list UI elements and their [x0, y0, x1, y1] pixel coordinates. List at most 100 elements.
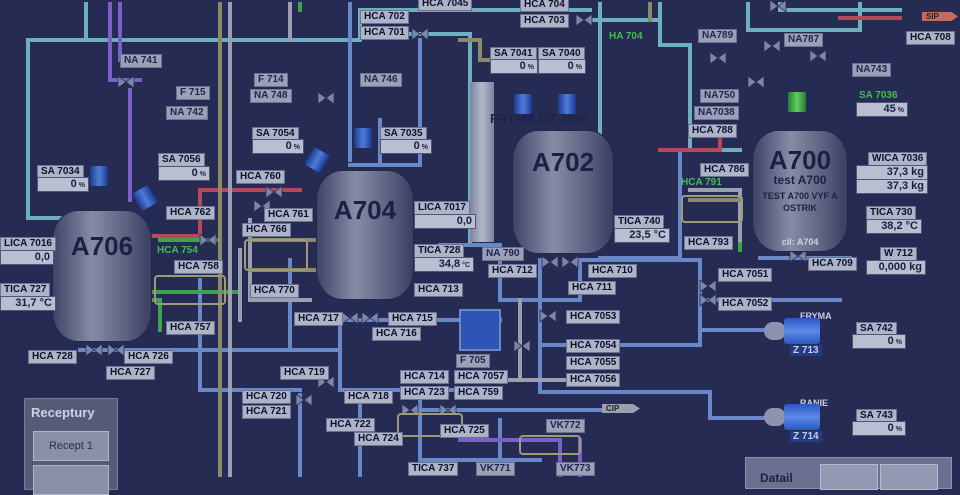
value-sa7054: 0% [252, 139, 304, 154]
tag-na789[interactable]: NA789 [698, 29, 738, 43]
tag-na790[interactable]: NA 790 [482, 247, 524, 261]
tag-vk773[interactable]: VK773 [556, 462, 595, 476]
tag-hca703[interactable]: HCA 703 [520, 14, 569, 28]
tank-a702[interactable]: A702 [512, 130, 614, 254]
tank-a704[interactable]: A704 [316, 170, 414, 300]
tag-hca715[interactable]: HCA 715 [388, 312, 437, 326]
tag-hca719[interactable]: HCA 719 [280, 366, 329, 380]
tag-hca702[interactable]: HCA 702 [360, 10, 409, 24]
tag-lica7017[interactable]: LICA 7017 [414, 201, 470, 215]
detail-button-2[interactable] [880, 464, 938, 490]
tag-hca757[interactable]: HCA 757 [166, 321, 215, 335]
tag-hca714[interactable]: HCA 714 [400, 370, 449, 384]
tag-hca791[interactable]: HCA 791 [681, 177, 722, 188]
tag-hca725[interactable]: HCA 725 [440, 424, 489, 438]
heat-exchanger-5 [519, 435, 581, 455]
tag-tica728[interactable]: TICA 728 [414, 244, 465, 258]
tag-tica740[interactable]: TICA 740 [614, 215, 665, 229]
tag-hca710[interactable]: HCA 710 [588, 264, 637, 278]
tag-hca721[interactable]: HCA 721 [242, 405, 291, 419]
tag-hca722[interactable]: HCA 722 [326, 418, 375, 432]
tag-hca708[interactable]: HCA 708 [906, 31, 955, 45]
tag-na741[interactable]: NA 741 [120, 54, 162, 68]
tag-hca716[interactable]: HCA 716 [372, 327, 421, 341]
tag-hca727[interactable]: HCA 727 [106, 366, 155, 380]
tag-hca726[interactable]: HCA 726 [124, 350, 173, 364]
tank-a700[interactable]: A700 test A700 TEST A700 VYF A OSTRIK ci… [752, 130, 848, 252]
tag-f705[interactable]: F 705 [456, 354, 490, 368]
tag-sa7056[interactable]: SA 7056 [158, 153, 205, 167]
tag-vk771[interactable]: VK771 [476, 462, 515, 476]
tag-hca770[interactable]: HCA 770 [250, 284, 299, 298]
recipe-1-button[interactable]: Recept 1 [33, 431, 109, 461]
tag-lica7016[interactable]: LICA 7016 [0, 237, 56, 251]
pump-z713[interactable] [764, 318, 822, 346]
tag-hca762[interactable]: HCA 762 [166, 206, 215, 220]
tag-hca766[interactable]: HCA 766 [242, 223, 291, 237]
detail-button-1[interactable] [820, 464, 878, 490]
value-sa7035-text: 0 [413, 140, 420, 152]
tag-hca786[interactable]: HCA 786 [700, 163, 749, 177]
tag-hca728[interactable]: HCA 728 [28, 350, 77, 364]
tag-tica730[interactable]: TICA 730 [866, 206, 917, 220]
tag-hca720[interactable]: HCA 720 [242, 390, 291, 404]
valve-icon [541, 255, 559, 269]
unit-percent: % [895, 339, 902, 346]
tag-hca712[interactable]: HCA 712 [488, 264, 537, 278]
tag-hca7053[interactable]: HCA 7053 [566, 310, 621, 324]
tag-hca7055[interactable]: HCA 7055 [566, 356, 621, 370]
tag-hca717[interactable]: HCA 717 [294, 312, 343, 326]
tag-na742[interactable]: NA 742 [166, 106, 208, 120]
filter-f705 [459, 309, 501, 351]
tag-hca7057[interactable]: HCA 7057 [454, 370, 509, 384]
value-sa7056-text: 0 [191, 167, 198, 179]
tag-hca718[interactable]: HCA 718 [344, 390, 393, 404]
tag-hca788[interactable]: HCA 788 [688, 124, 737, 138]
tag-hca724[interactable]: HCA 724 [354, 432, 403, 446]
tag-w712[interactable]: W 712 [880, 247, 917, 261]
tag-hca7054[interactable]: HCA 7054 [566, 339, 621, 353]
tag-hca709[interactable]: HCA 709 [808, 257, 857, 271]
tag-na746[interactable]: NA 746 [360, 73, 402, 87]
tag-hca704[interactable]: HCA 704 [520, 0, 569, 12]
tag-hca711[interactable]: HCA 711 [568, 281, 617, 295]
tag-na743[interactable]: NA743 [852, 63, 892, 77]
tag-hca723[interactable]: HCA 723 [400, 386, 449, 400]
value-sa742: 0% [852, 334, 906, 349]
tag-hca760[interactable]: HCA 760 [236, 170, 285, 184]
tag-vk772[interactable]: VK772 [546, 419, 585, 433]
tag-hca758[interactable]: HCA 758 [174, 260, 223, 274]
tag-hca7045[interactable]: HCA 7045 [418, 0, 473, 11]
mixer-motor-icon[interactable] [354, 128, 372, 148]
tank-a706[interactable]: A706 [52, 210, 152, 342]
tag-hca7056[interactable]: HCA 7056 [566, 373, 621, 387]
tag-sa7036[interactable]: SA 7036 [859, 90, 898, 101]
mixer-motor-icon[interactable] [514, 94, 532, 114]
tag-f715[interactable]: F 715 [176, 86, 210, 100]
tag-f714[interactable]: F 714 [254, 73, 288, 87]
recipe-2-button[interactable] [33, 465, 109, 495]
tag-hca759[interactable]: HCA 759 [454, 386, 503, 400]
unit-percent: % [575, 64, 582, 71]
tag-ha704[interactable]: HA 704 [609, 31, 643, 42]
tag-hca701[interactable]: HCA 701 [360, 26, 409, 40]
tag-wica7036[interactable]: WICA 7036 [868, 152, 928, 166]
mixer-motor-icon[interactable] [90, 166, 108, 186]
tag-hca793[interactable]: HCA 793 [684, 236, 733, 250]
tag-hca7051[interactable]: HCA 7051 [718, 268, 773, 282]
unit-percent: % [897, 107, 904, 114]
mixer-motor-icon[interactable] [788, 92, 806, 112]
pump-z714[interactable] [764, 404, 822, 432]
tag-na750[interactable]: NA750 [700, 89, 740, 103]
tag-na748[interactable]: NA 748 [250, 89, 292, 103]
tag-na787[interactable]: NA787 [784, 33, 824, 47]
tag-hca761[interactable]: HCA 761 [264, 208, 313, 222]
tag-tica737[interactable]: TICA 737 [408, 462, 459, 476]
mixer-motor-icon[interactable] [558, 94, 576, 114]
tag-tica727[interactable]: TICA 727 [0, 283, 51, 297]
recipes-panel-title: Receptury [31, 405, 95, 420]
tag-hca713[interactable]: HCA 713 [414, 283, 463, 297]
tag-hca754[interactable]: HCA 754 [157, 245, 198, 256]
tag-hca7052[interactable]: HCA 7052 [718, 297, 773, 311]
tag-na7038[interactable]: NA7038 [694, 106, 739, 120]
